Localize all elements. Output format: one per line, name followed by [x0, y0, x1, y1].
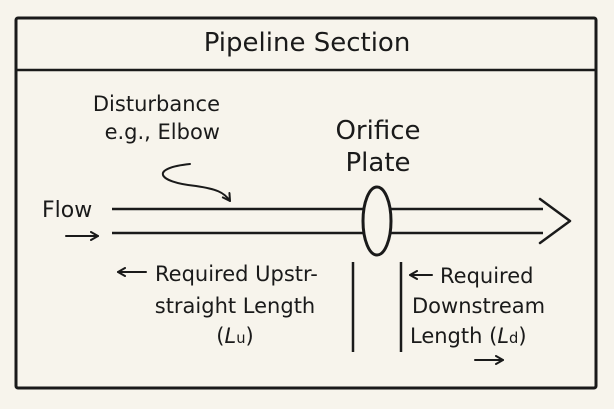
downstream-symbol-main: L	[497, 324, 510, 348]
outer-frame	[14, 16, 598, 390]
disturbance-label-line1: Disturbance	[92, 92, 220, 116]
upstream-symbol-close: )	[245, 324, 254, 348]
upstream-length-symbol: (Lu)	[120, 326, 350, 347]
flow-label: Flow	[42, 198, 93, 223]
orifice-plate-shape	[361, 185, 393, 257]
upstream-label-line2: straight Length	[154, 294, 316, 318]
downstream-label-line1: Required	[440, 264, 534, 288]
diagram-title: Pipeline Section	[203, 28, 411, 58]
disturbance-arrow	[162, 163, 231, 202]
downstream-symbol-sub: d	[509, 330, 519, 347]
orifice-label-line1: Orifice	[335, 116, 421, 146]
upstream-symbol-main: L	[224, 324, 237, 348]
downstream-symbol-close: )	[518, 324, 527, 348]
disturbance-label-line2: e.g., Elbow	[104, 120, 220, 144]
upstream-label-line1: Required Upstr-	[155, 262, 318, 286]
downstream-label-length: Length (	[410, 324, 498, 348]
downstream-label-line2: Downstream	[412, 294, 546, 318]
pipe-end-arrow	[538, 197, 572, 245]
downstream-label-line3: Length (Ld)	[410, 326, 527, 347]
upstream-symbol-open: (	[216, 324, 225, 348]
upstream-symbol-sub: u	[236, 330, 246, 347]
orifice-label-line2: Plate	[345, 148, 411, 178]
